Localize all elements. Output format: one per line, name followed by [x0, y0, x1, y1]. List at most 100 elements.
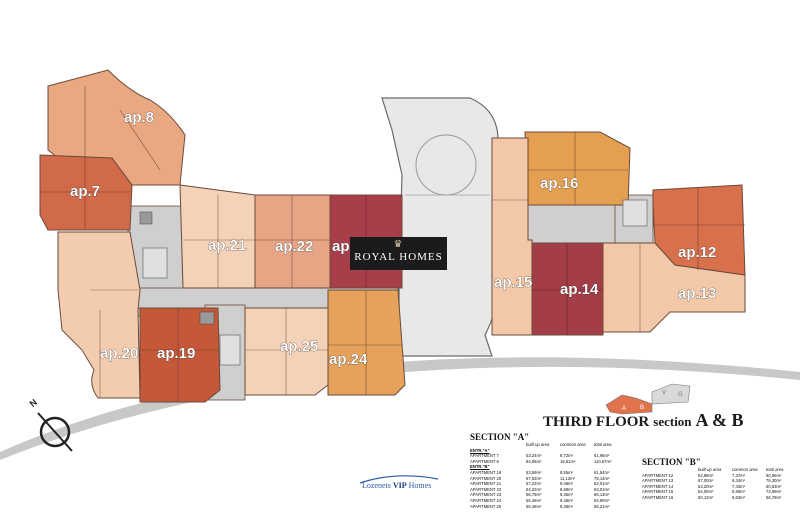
- apartment-16-area: [524, 131, 631, 206]
- table-row: APARTMENT 16 50,12m² 6,63m² 56,78m²: [642, 495, 796, 501]
- table-cell: 11,12m²: [560, 475, 576, 481]
- table-cell: APARTMENT 7: [470, 453, 499, 459]
- table-cell: APARTMENT 15: [642, 489, 674, 495]
- table-cell: 50,12m²: [698, 494, 714, 500]
- table-cell: 9,46m²: [560, 481, 574, 487]
- section-b-heading: SECTION "B": [642, 457, 701, 467]
- table-cell: 9,36m²: [560, 503, 574, 509]
- table-cell: 7,43m²: [732, 483, 746, 489]
- table-cell: APARTMENT 13: [642, 478, 674, 484]
- table-cell: 64,90m²: [594, 497, 610, 503]
- table-cell: APARTMENT 19: [470, 469, 502, 475]
- table-cell: 52,89m²: [698, 472, 714, 478]
- table-cell: 8,55m²: [560, 469, 574, 475]
- crown-icon: ♛: [393, 239, 404, 250]
- table-row: ENTR."A": [470, 448, 624, 454]
- table-cell: APARTMENT 16: [642, 494, 674, 500]
- apartment-label-ap21: ap.21: [208, 237, 246, 254]
- table-cell: 56,79m²: [526, 492, 542, 498]
- table-cell: 9,35m²: [560, 492, 574, 498]
- title-section-word: section: [653, 414, 692, 429]
- logo-text-b: VIP: [392, 481, 407, 490]
- table-cell: 54,22m²: [526, 486, 542, 492]
- table-cell: 63,01m²: [594, 486, 610, 492]
- apartment-8-area: [47, 69, 186, 186]
- table-cell: APARTMENT 12: [642, 472, 674, 478]
- apartment-label-ap19: ap.19: [157, 345, 195, 362]
- table-cell: built-up area: [698, 467, 722, 472]
- table-cell: 57,22m²: [526, 481, 542, 487]
- apartment-12-area: [652, 184, 746, 276]
- key-plan-label-v: V: [662, 390, 666, 396]
- table-cell: 61,54m²: [594, 469, 610, 475]
- table-cell: 60,96m²: [766, 472, 782, 478]
- apartment-24-area: [327, 289, 406, 396]
- apartment-label-ap8: ap.8: [124, 109, 154, 126]
- table-cell: 110,67m²: [594, 458, 612, 464]
- table-cell: 16,61m²: [560, 458, 576, 464]
- table-cell: 6,63m²: [732, 494, 746, 500]
- table-cell: total area: [766, 467, 784, 472]
- table-cell: 60,63m²: [766, 483, 782, 489]
- logo-text-c: Homes: [408, 481, 432, 490]
- table-cell: total area: [594, 442, 612, 447]
- logo-text: Lozenets VIP Homes: [362, 481, 431, 490]
- table-cell: 53,24m²: [526, 453, 542, 459]
- apartment-14-area: [531, 242, 604, 336]
- compass-icon: [37, 412, 73, 452]
- table-row: ENTR."B": [470, 464, 624, 470]
- table-cell: ENTR."B": [470, 464, 490, 470]
- table-cell: 76,30m²: [766, 478, 782, 484]
- apartment-25-area: [244, 307, 329, 396]
- table-row: APARTMENT 14 53,20m² 7,43m² 60,63m²: [642, 484, 796, 490]
- table-cell: 56,78m²: [766, 494, 782, 500]
- key-plan: A B V G: [605, 383, 691, 415]
- apartment-label-ap25: ap.25: [280, 338, 318, 355]
- apartment-label-ap16: ap.16: [540, 175, 578, 192]
- table-cell: 62,01m²: [594, 481, 610, 487]
- table-cell: 72,99m²: [766, 489, 782, 495]
- table-cell: 8,72m²: [560, 453, 574, 459]
- table-cell: common area: [560, 442, 586, 447]
- table-cell: APARTMENT 23: [470, 492, 502, 498]
- apartment-label-ap14: ap.14: [560, 281, 599, 298]
- apartment-label-ap20: ap.20: [100, 345, 138, 362]
- table-cell: 9,34m²: [732, 478, 746, 484]
- lozenets-vip-homes-logo: Lozenets VIP Homes: [356, 473, 442, 495]
- table-cell: APARTMENT 14: [642, 483, 674, 489]
- table-row: APARTMENT 22 54,22m² 8,69m² 63,01m²: [470, 487, 624, 493]
- apartment-15-area: [491, 137, 533, 336]
- table-cell: 53,20m²: [698, 483, 714, 489]
- apartment-label-ap12: ap.12: [678, 244, 716, 261]
- key-plan-label-a: A: [622, 406, 626, 412]
- table-cell: 8,69m²: [560, 486, 574, 492]
- apartment-label-ap13: ap.13: [678, 285, 716, 302]
- table-cell: APARTMENT 21: [470, 481, 502, 487]
- apartment-label-ap24: ap.24: [329, 351, 368, 368]
- apartment-label-ap22: ap.22: [275, 238, 313, 255]
- apartment-19-area: [139, 307, 221, 403]
- page-title: THIRD FLOOR section A & B: [543, 410, 744, 431]
- table-cell: APARTMENT 22: [470, 486, 502, 492]
- table-cell: APARTMENT 24: [470, 497, 502, 503]
- table-cell: 94,06m²: [526, 458, 542, 464]
- decorative-swoosh: [0, 357, 800, 460]
- table-cell: 55,45m²: [526, 503, 542, 509]
- table-cell: APARTMENT 25: [470, 503, 502, 509]
